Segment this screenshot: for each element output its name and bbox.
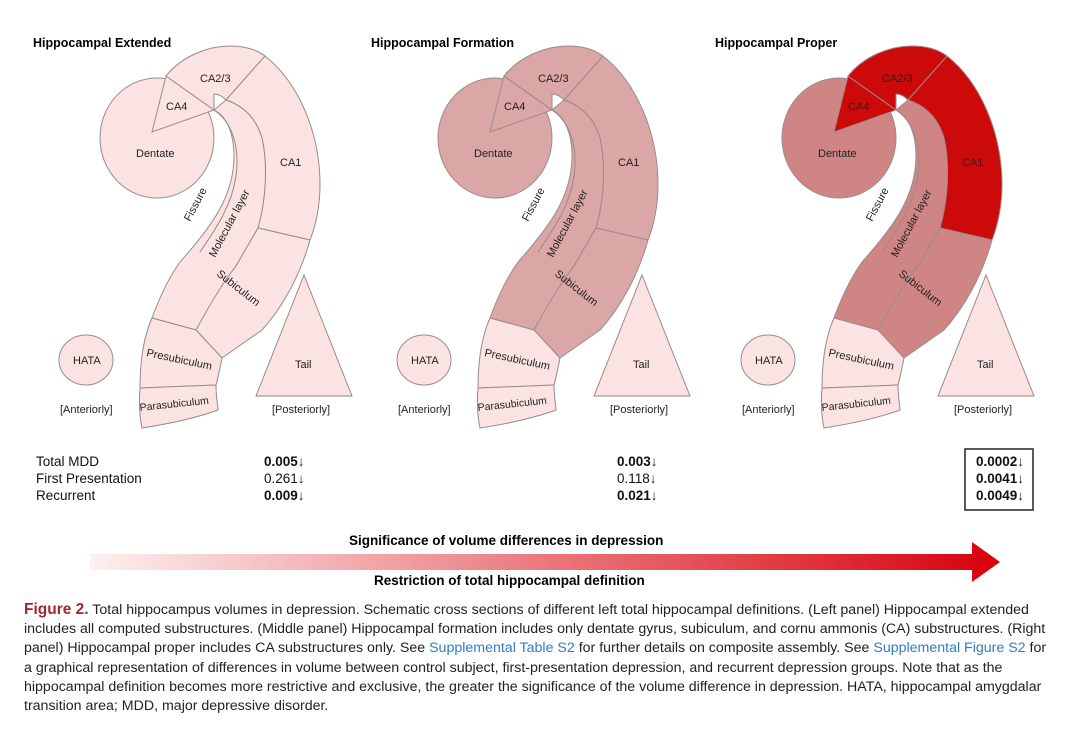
hata-region [58,334,114,386]
ca23-region [165,45,266,111]
label-anteriorly: [Anteriorly] [398,404,451,416]
parasubiculum-region [138,384,219,429]
label-fissure: Fissure [864,186,892,223]
row-label-first-presentation: First Presentation [36,471,142,486]
label-ca1: CA1 [962,157,983,169]
stat-total-mdd: 0.003↓ [617,454,658,469]
tail-region [937,273,1035,397]
label-tail: Tail [295,359,312,371]
figure-label: Figure 2. [24,601,89,618]
tail-region [255,273,353,397]
figure-caption: Figure 2. Total hippocampus volumes in d… [24,600,1054,716]
ca23-region [847,45,948,111]
stat-first-presentation: 0.261↓ [264,471,305,486]
panel-title: Hippocampal Proper [715,36,837,50]
stat-recurrent: 0.021↓ [617,488,658,503]
arrow-bottom-label: Restriction of total hippocampal definit… [374,573,645,588]
arrow-top-label: Significance of volume differences in de… [349,533,663,548]
label-posteriorly: [Posteriorly] [610,404,668,416]
label-ca4: CA4 [504,101,525,113]
label-ca23: CA2/3 [200,73,231,85]
label-hata: HATA [411,355,439,367]
caption-text-2: for further details on composite assembl… [574,640,874,657]
stat-first-presentation: 0.118↓ [617,471,657,486]
label-ca1: CA1 [618,157,639,169]
supplemental-table-link[interactable]: Supplemental Table S2 [429,640,575,657]
stat-recurrent: 0.0049↓ [976,488,1024,503]
label-posteriorly: [Posteriorly] [272,404,330,416]
panel-title: Hippocampal Extended [33,36,171,50]
label-hata: HATA [755,355,783,367]
label-posteriorly: [Posteriorly] [954,404,1012,416]
label-fissure: Fissure [520,186,548,223]
gradient-arrow [90,542,1000,582]
label-anteriorly: [Anteriorly] [60,404,113,416]
hata-region [740,334,796,386]
subiculum-region [533,227,649,359]
label-dentate: Dentate [818,148,857,160]
stat-total-mdd: 0.005↓ [264,454,305,469]
fissure-line [199,109,238,253]
row-label-recurrent: Recurrent [36,488,96,503]
caption-text-1: Total hippocampus volumes in depression.… [24,602,1046,657]
label-fissure: Fissure [182,186,210,223]
label-tail: Tail [977,359,994,371]
fissure-line [881,109,920,253]
ca23-region [503,45,604,111]
subiculum-region [877,227,993,359]
fissure-line [537,109,576,253]
label-tail: Tail [633,359,650,371]
parasubiculum-region [820,384,901,429]
stat-first-presentation: 0.0041↓ [976,471,1024,486]
subiculum-region [195,227,311,359]
figure-2-schematic: Hippocampal Extended CA4 CA2/3 CA1 Denta… [33,36,1035,588]
stat-total-mdd: 0.0002↓ [976,454,1024,469]
supplemental-figure-link[interactable]: Supplemental Figure S2 [873,640,1026,657]
label-ca23: CA2/3 [882,73,913,85]
stat-recurrent: 0.009↓ [264,488,305,503]
label-ca4: CA4 [166,101,187,113]
row-label-total-mdd: Total MDD [36,454,99,469]
label-ca4: CA4 [848,101,869,113]
label-ca23: CA2/3 [538,73,569,85]
label-ca1: CA1 [280,157,301,169]
panel-title: Hippocampal Formation [371,36,514,50]
caption-text-3: for a graphical representation of differ… [24,640,1047,715]
panel-3: Hippocampal Proper CA4 CA2/3 CA1 Dentate… [715,36,1035,511]
panel-2: Hippocampal Formation CA4 CA2/3 CA1 Dent… [371,36,691,503]
label-hata: HATA [73,355,101,367]
label-dentate: Dentate [136,148,175,160]
label-dentate: Dentate [474,148,513,160]
stats-highlight-box [964,448,1034,511]
hata-region [396,334,452,386]
tail-region [593,273,691,397]
parasubiculum-region [476,384,557,429]
panel-1: Hippocampal Extended CA4 CA2/3 CA1 Denta… [33,36,353,503]
label-anteriorly: [Anteriorly] [742,404,795,416]
